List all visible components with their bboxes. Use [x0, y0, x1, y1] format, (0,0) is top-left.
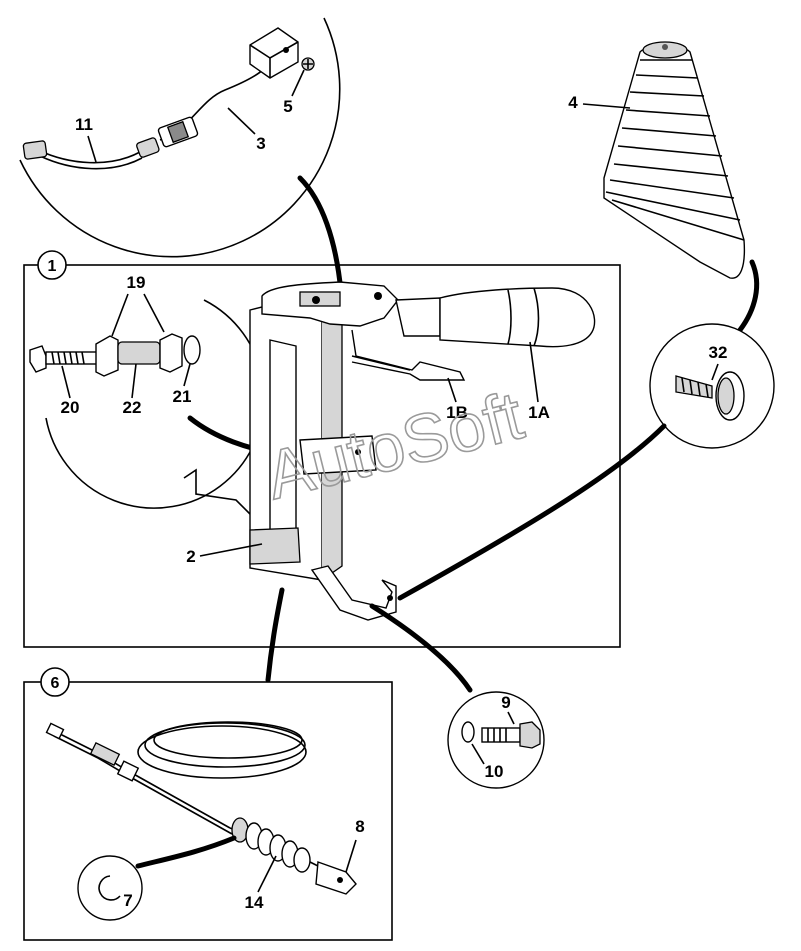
clip-detail-circle-7 — [77, 855, 143, 921]
callout-11: 11 — [75, 115, 93, 134]
callout-14: 14 — [245, 893, 264, 912]
frame-badge-6 — [40, 667, 70, 697]
bolt-9-washer-10 — [461, 721, 541, 749]
push-clip-32 — [675, 371, 745, 421]
clip-leader — [397, 423, 667, 601]
callout-1A: 1A — [528, 403, 550, 422]
gaiter-boot-4 — [603, 41, 746, 279]
frame-badge-1 — [37, 250, 67, 280]
callout-9: 9 — [501, 693, 510, 712]
callout-6: 6 — [51, 675, 60, 692]
callout-10: 10 — [485, 762, 504, 781]
callout-21: 21 — [173, 387, 192, 406]
gear-lever-assembly — [183, 281, 596, 621]
e-clip-7 — [98, 875, 121, 901]
main-assembly-frame — [23, 264, 621, 648]
gear-cable-assembly — [45, 721, 357, 895]
callout-32: 32 — [709, 343, 728, 362]
callout-7: 7 — [123, 891, 132, 910]
harness-leader — [297, 175, 344, 295]
harness-detail-circle — [19, 17, 341, 258]
callout-1: 1 — [48, 258, 57, 275]
callout-1B: 1B — [446, 403, 468, 422]
callout-22: 22 — [123, 398, 142, 417]
bolt-assembly — [29, 333, 201, 377]
wiring-harness — [22, 27, 299, 170]
cable-assembly-frame — [23, 681, 393, 941]
callout-20: 20 — [61, 398, 80, 417]
callout-2: 2 — [186, 547, 195, 566]
bolt-washer-leader — [369, 603, 473, 693]
screw-5 — [301, 57, 315, 71]
callout-5: 5 — [283, 97, 292, 116]
gaiter-leader — [737, 259, 760, 333]
cable-leader — [265, 587, 285, 683]
callout-3: 3 — [256, 134, 265, 153]
callout-4: 4 — [568, 93, 578, 112]
callout-19: 19 — [127, 273, 146, 292]
callout-8: 8 — [355, 817, 364, 836]
e-clip-leader — [135, 835, 237, 869]
